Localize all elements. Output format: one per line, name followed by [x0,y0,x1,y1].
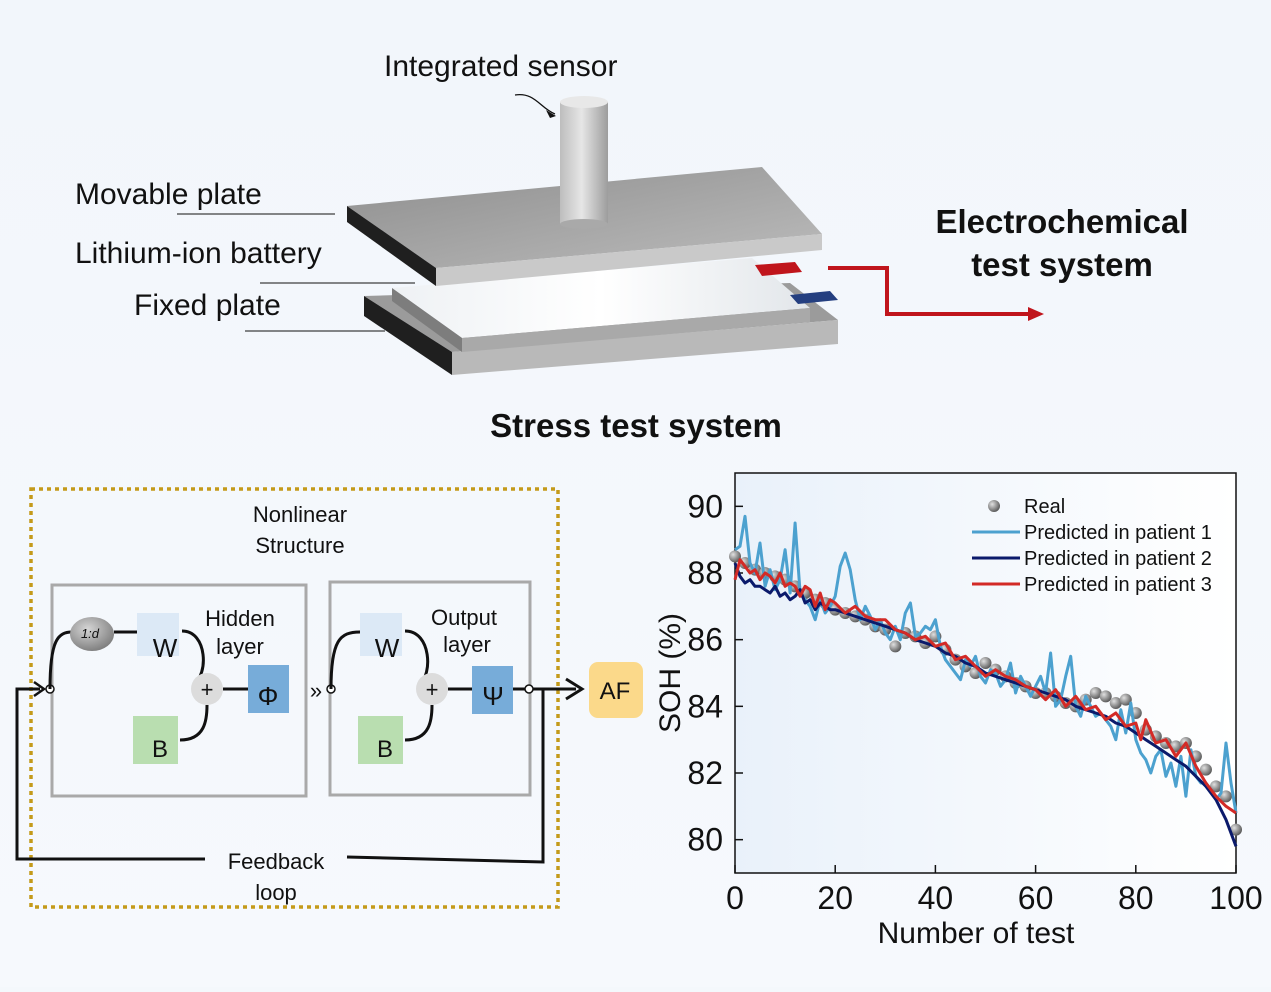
feedback-line2: loop [255,880,297,905]
y-axis-title: SOH (%) [654,613,687,733]
hidden-activation-label: Φ [258,681,279,711]
y-tick-label: 84 [687,688,723,724]
layer-connector: » [310,678,322,703]
feedback-line-left [15,687,205,861]
x-tick-label: 20 [817,880,853,916]
hidden-weight-box [137,613,179,656]
electro-line2: test system [971,246,1153,283]
hidden-sum-node [191,673,223,705]
integrated-sensor [560,96,608,229]
hidden-activation-box [248,665,289,713]
sensor-pointer [514,94,556,115]
hidden-line1: Hidden [205,606,275,631]
real-point [1199,763,1212,776]
x-tick-label: 60 [1018,880,1054,916]
real-point [1219,790,1232,803]
series-line [733,558,1237,815]
nonlinear-structure-border [29,487,560,909]
output-line2: layer [443,632,491,657]
af-label: AF [600,678,631,705]
positive-tab [755,262,802,276]
hidden-bias-box [133,716,178,764]
real-point [1119,693,1132,706]
real-point [979,657,992,669]
nonlinear-title-line2: Structure [255,533,344,558]
lithium-ion-battery [392,258,838,352]
real-point [1089,687,1102,699]
legend-label: Predicted in patient 2 [1024,548,1212,570]
chart-ticks: 0 20 40 60 80 100 80 82 84 86 88 90 [687,488,1262,916]
input-to-delay [48,630,73,690]
electro-arrow [828,266,1032,316]
legend-label: Predicted in patient 3 [1024,574,1212,596]
negative-tab [790,291,838,304]
hidden-line2: layer [216,634,264,659]
y-tick-label: 86 [687,622,723,658]
hidden-bias-label: B [152,736,168,763]
delay-label: 1:d [81,626,100,641]
stress-apparatus [177,94,1044,375]
battery-label: Lithium-ion battery [75,237,322,270]
real-point [1109,697,1122,709]
output-activation-box [472,666,513,714]
output-line1: Output [431,605,497,630]
real-point [889,640,902,653]
af-box [589,662,643,718]
output-sum-label: + [426,677,439,702]
real-point [1209,780,1222,793]
x-tick-label: 80 [1118,880,1154,916]
nonlinear-title-line1: Nonlinear [253,502,347,527]
feedback-line-right [346,689,545,864]
output-weight-box [360,613,402,656]
real-point [1230,823,1242,836]
sensor-label: Integrated sensor [384,50,617,83]
network-diagram: Nonlinear Structure 1:d W Hidden layer +… [15,487,643,909]
x-tick-label: 40 [918,880,954,916]
output-sum-node [416,673,448,705]
y-tick-label: 80 [687,822,723,858]
feedback-line1: Feedback [228,849,326,874]
stress-label: Stress test system [490,407,782,444]
movable-label: Movable plate [75,178,262,211]
x-axis-title: Number of test [878,917,1075,950]
y-tick-label: 88 [687,555,723,591]
electro-line1: Electrochemical [935,203,1188,240]
legend-label: Real [1024,496,1065,518]
real-point [729,550,741,563]
x-tick-label: 0 [726,880,744,916]
real-point [1099,690,1112,703]
output-bias-label: B [377,736,393,763]
prediction-lines [733,514,1238,847]
output-activation-label: Ψ [482,681,504,711]
y-tick-label: 82 [687,755,723,791]
output-weight-label: W [375,633,400,663]
hidden-sum-label: + [201,677,214,702]
output-bias-box [358,716,403,764]
legend-label: Predicted in patient 1 [1024,522,1212,544]
fixed-label: Fixed plate [134,289,281,322]
hidden-weight-label: W [153,633,178,663]
x-tick-label: 100 [1209,880,1262,916]
y-tick-label: 90 [687,488,723,524]
delay-node [70,617,114,651]
electro-arrow-head [1028,307,1044,321]
legend-marker-real [988,500,1000,512]
